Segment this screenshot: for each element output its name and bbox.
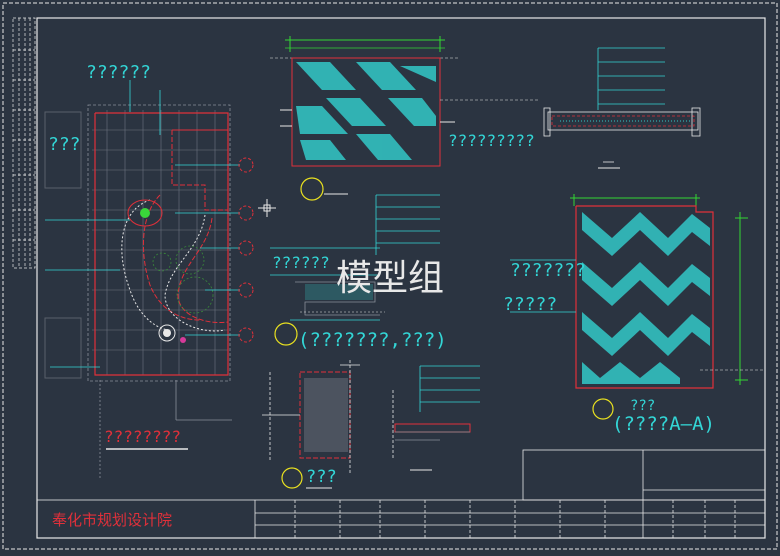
- watermark-text: 模型组: [336, 258, 444, 299]
- site-plan: ?????? ??? ????????: [44, 62, 254, 480]
- paving-pattern-a: ?????????: [270, 36, 540, 201]
- organization-name: 奉化市规划设计院: [52, 511, 172, 529]
- hatch-a-label: ?????????: [448, 131, 535, 150]
- hatch-b-caption-top: ???: [630, 398, 655, 414]
- stair-detail: [262, 360, 360, 475]
- binding-strip: [12, 17, 36, 269]
- hatch-b-caption: (????A—A): [612, 413, 715, 435]
- section-marker-icon: [592, 398, 614, 420]
- section-marker-icon: [274, 322, 298, 346]
- plan-top-label: ??????: [86, 62, 151, 83]
- plan-bottom-label: ????????: [104, 427, 181, 446]
- section-marker-icon: [300, 177, 324, 201]
- wall-section-detail: [543, 107, 701, 169]
- title-block: [36, 449, 766, 539]
- step-section: [295, 281, 385, 316]
- center-note-label: ??????: [272, 253, 330, 272]
- hatch-b-label-2: ?????: [503, 294, 557, 315]
- hatch-b-label-1: ???????: [510, 260, 586, 281]
- section-marker-icon: [281, 467, 303, 489]
- plan-left-label: ???: [48, 134, 81, 155]
- crosshair-icon: [258, 199, 276, 217]
- paving-pattern-b: [510, 194, 765, 420]
- section-caption: (???????,???): [298, 329, 447, 351]
- note-leaders-top-right: [597, 47, 665, 110]
- curb-detail: [392, 365, 480, 471]
- note-leaders-center: [270, 194, 440, 321]
- stair-caption: ???: [306, 467, 337, 487]
